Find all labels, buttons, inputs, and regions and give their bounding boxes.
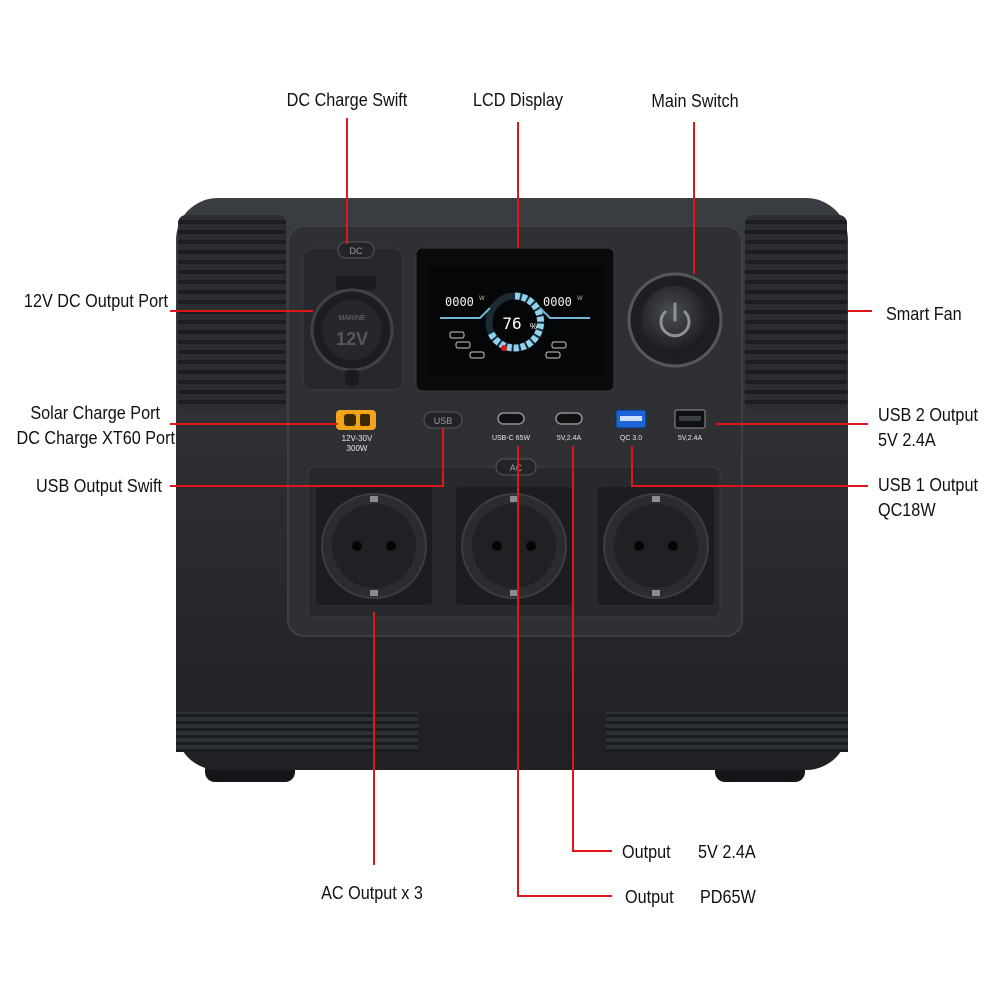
callout-output-pd-value: PD65W <box>700 887 756 907</box>
callout-lcd-display: LCD Display <box>472 90 564 110</box>
leader-lines <box>170 118 872 897</box>
fan-grille-right <box>745 215 847 410</box>
callout-usb-output-swift: USB Output Swift <box>35 476 162 496</box>
lcd-output-watts: 0000 <box>543 295 572 309</box>
fan-grille-left <box>178 215 286 410</box>
callout-dc-output-port: 12V DC Output Port <box>23 291 169 311</box>
socket-cap-hinge <box>336 276 376 290</box>
usb-c-port-65w[interactable] <box>497 412 525 425</box>
callout-dc-charge-xt60-port: DC Charge XT60 Port <box>16 428 175 448</box>
power-icon <box>659 302 691 338</box>
lcd-percent: 76 <box>502 314 521 333</box>
ac-outlet-2[interactable] <box>456 487 572 605</box>
lcd-percent-sign: % <box>530 322 537 331</box>
bottom-handle-recess <box>418 712 606 757</box>
lcd-battery-ring <box>487 292 545 352</box>
dc-button-label: DC <box>350 246 363 256</box>
xt60-spec-line1: 12V-30V <box>342 434 373 443</box>
callout-usb1-spec: QC18W <box>878 500 936 520</box>
ac-outlet-1[interactable] <box>316 487 432 605</box>
lcd-input-unit: W <box>479 296 485 302</box>
lcd-output-unit: W <box>577 296 583 302</box>
socket-12v-label: 12V <box>336 329 368 349</box>
callout-smart-fan: Smart Fan <box>886 304 962 324</box>
ac-button-label: AC <box>510 463 523 473</box>
callout-output-5v-value: 5V 2.4A <box>698 842 756 862</box>
ac-button[interactable] <box>495 458 537 476</box>
usb-c-5v-label: 5V,2.4A <box>557 435 582 442</box>
callout-output-pd-label: Output <box>625 887 674 907</box>
usb-a-5v-label: 5V,2.4A <box>678 435 703 442</box>
dc-button[interactable] <box>337 241 375 259</box>
usb-c-port-5v[interactable] <box>555 412 583 425</box>
callout-solar-charge-port: Solar Charge Port <box>30 403 161 423</box>
socket-marine-label: MARINE <box>338 315 366 322</box>
ac-outlet-3[interactable] <box>598 487 714 605</box>
callout-usb2-spec: 5V 2.4A <box>878 430 936 450</box>
xt60-spec-line2: 300W <box>347 444 368 453</box>
callout-main-switch: Main Switch <box>651 91 739 111</box>
usb-c-65w-label: USB-C 65W <box>492 435 531 442</box>
callout-usb1-output: USB 1 Output <box>878 475 978 495</box>
callout-output-5v-label: Output <box>622 842 671 862</box>
callout-usb2-output: USB 2 Output <box>878 405 978 425</box>
callout-dc-charge-swift: DC Charge Swift <box>286 90 408 110</box>
lcd-input-watts: 0000 <box>445 295 474 309</box>
callout-ac-output: AC Output x 3 <box>321 883 423 903</box>
usb-button-label: USB <box>434 416 453 426</box>
usb-a-qc-label: QC 3.0 <box>620 435 642 442</box>
